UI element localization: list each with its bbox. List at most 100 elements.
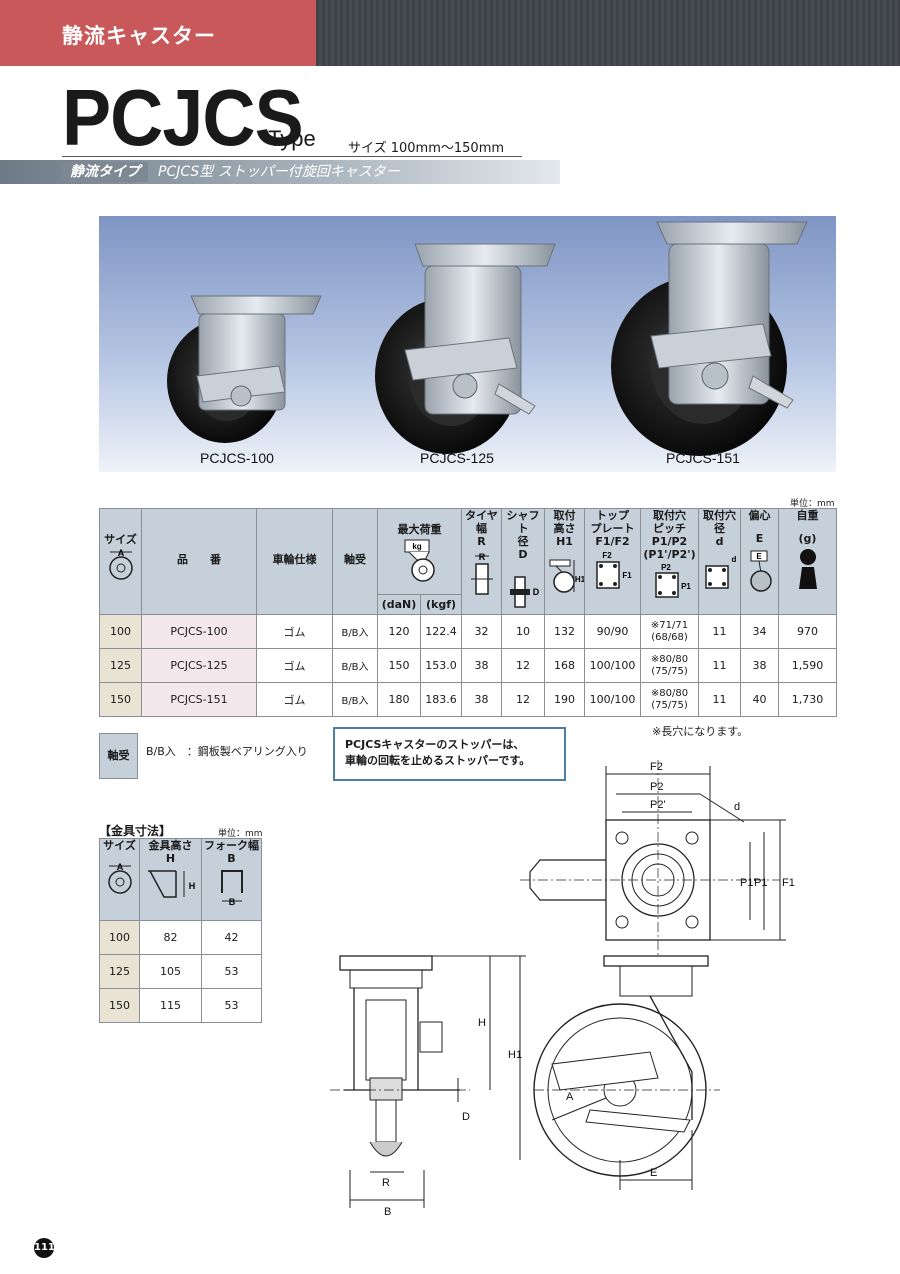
- cell-plate: 100/100: [584, 648, 641, 683]
- fitting-title: 【金具寸法】: [99, 824, 172, 838]
- th-hole-l2: 径: [714, 522, 725, 535]
- th-model-label: 品 番: [177, 553, 221, 566]
- cell-weight: 970: [778, 614, 837, 649]
- th-shaft-l1: シャフト: [506, 509, 540, 535]
- label-f1: F1: [782, 877, 795, 889]
- cell-pitch-alt: (68/68): [651, 631, 688, 643]
- cell-r: 32: [461, 614, 502, 649]
- header-dark-block: [316, 0, 900, 66]
- pitch-icon: P2 P1: [654, 563, 691, 598]
- fit-sym-b: B: [228, 897, 235, 907]
- fork-width-icon: B: [220, 870, 243, 907]
- th-wheel: 車輪仕様: [256, 508, 333, 615]
- cell-kgf: 183.6: [420, 682, 462, 717]
- caption-pcjcs-125: PCJCS-125: [420, 450, 494, 466]
- weight-icon: [798, 549, 817, 589]
- wheel-size-icon: A: [108, 548, 133, 580]
- title-rule: [62, 156, 522, 157]
- hole-icon: d: [704, 555, 736, 589]
- sym-d: D: [533, 587, 540, 597]
- label-p1p: P1': [740, 877, 756, 889]
- load-icon: kg: [404, 539, 435, 582]
- caster-151-icon: [611, 221, 808, 456]
- th-plate-l2: プレート: [590, 522, 635, 535]
- table-row: 150 115 53: [99, 988, 262, 1023]
- cell-r: 38: [461, 648, 502, 683]
- th-tire-width-l1: タイヤ: [465, 509, 498, 522]
- th-pitch-l1: 取付穴: [653, 509, 686, 522]
- sym-p1: P1: [681, 582, 691, 591]
- th-size: サイズ A: [99, 508, 142, 615]
- th-height-l3: H1: [556, 535, 573, 548]
- th-hole-l3: d: [715, 535, 724, 548]
- sym-f1: F1: [622, 571, 632, 580]
- fitting-table: サイズ A 金具高さ H H フォーク幅 B B: [99, 838, 262, 1023]
- fit-th-fork: フォーク幅 B B: [201, 838, 262, 921]
- cell-plate: 100/100: [584, 682, 641, 717]
- th-plate-l3: F1/F2: [595, 535, 630, 548]
- th-plate-l1: トップ: [596, 509, 629, 522]
- label-p2p: P2': [650, 799, 666, 811]
- table-row: 125 105 53: [99, 954, 262, 989]
- label-p2: P2: [650, 781, 663, 793]
- th-bearing-label: 軸受: [344, 553, 366, 566]
- size-range: サイズ 100mm〜150mm: [348, 141, 505, 156]
- cell-h1: 190: [544, 682, 585, 717]
- fit-cell-h: 105: [139, 954, 202, 989]
- cell-e: 40: [740, 682, 779, 717]
- sym-kg: kg: [412, 542, 421, 551]
- fit-cell-b: 53: [201, 988, 262, 1023]
- th-tire-width: タイヤ 幅 R R: [461, 508, 502, 615]
- label-h: H: [478, 1017, 486, 1029]
- stopper-note-line2: 車輪の回転を止めるストッパーです。: [345, 754, 531, 767]
- pitch-footnote: ※長穴になります。: [652, 725, 749, 738]
- cell-wheel: ゴム: [256, 648, 333, 683]
- label-b: B: [384, 1206, 391, 1218]
- cell-pitch: ※80/80 (75/75): [640, 682, 699, 717]
- cell-bearing: B/B入: [332, 682, 378, 717]
- cell-d: 12: [501, 682, 545, 717]
- cell-kgf: 122.4: [420, 614, 462, 649]
- fit-wheel-icon: A: [107, 862, 132, 894]
- stopper-note-box: PCJCSキャスターのストッパーは、 車輪の回転を止めるストッパーです。: [333, 727, 566, 781]
- th-shaft: シャフト 径 D D: [501, 508, 545, 615]
- sym-r: R: [478, 552, 485, 562]
- fit-cell-size: 125: [99, 954, 140, 989]
- cell-d: 12: [501, 648, 545, 683]
- cell-model: PCJCS-151: [141, 682, 257, 717]
- sym-a: A: [117, 548, 124, 558]
- model-title: PCJCS: [62, 73, 304, 162]
- header-band: 静流キャスター: [0, 0, 900, 66]
- tire-width-icon: R: [470, 552, 493, 595]
- cell-weight: 1,730: [778, 682, 837, 717]
- plate-icon: F2 F1: [595, 551, 632, 589]
- sym-e: E: [756, 552, 762, 561]
- label-dd: D: [462, 1111, 470, 1123]
- fit-cell-size: 100: [99, 920, 140, 955]
- th-height-l1: 取付: [553, 509, 576, 522]
- cell-dan: 180: [377, 682, 421, 717]
- page-number: 111: [34, 1238, 55, 1258]
- cell-bearing: B/B入: [332, 648, 378, 683]
- cell-h1: 132: [544, 614, 585, 649]
- cell-hole: 11: [698, 648, 741, 683]
- th-hole: 取付穴 径 d d: [698, 508, 741, 615]
- caster-100-icon: [167, 295, 322, 443]
- cell-hole: 11: [698, 682, 741, 717]
- th-pitch-l4: (P1'/P2'): [643, 548, 696, 561]
- th-weight: 自重 (g): [778, 508, 837, 615]
- fit-th-size: サイズ A: [99, 838, 140, 921]
- cell-pitch-alt: (75/75): [651, 699, 688, 711]
- label-e: E: [650, 1167, 657, 1179]
- cell-e: 38: [740, 648, 779, 683]
- category-title: 静流キャスター: [62, 24, 216, 48]
- sym-h1: H1: [574, 575, 583, 584]
- th-offset: 偏心 E E: [740, 508, 779, 615]
- label-d: d: [734, 801, 740, 813]
- th-model: 品 番: [141, 508, 257, 615]
- th-dan: (daN): [377, 593, 421, 616]
- th-pitch: 取付穴 ピッチ P1/P2 (P1'/P2') P2 P1: [640, 508, 699, 615]
- product-photo: [99, 216, 836, 472]
- cell-r: 38: [461, 682, 502, 717]
- cell-dan: 120: [377, 614, 421, 649]
